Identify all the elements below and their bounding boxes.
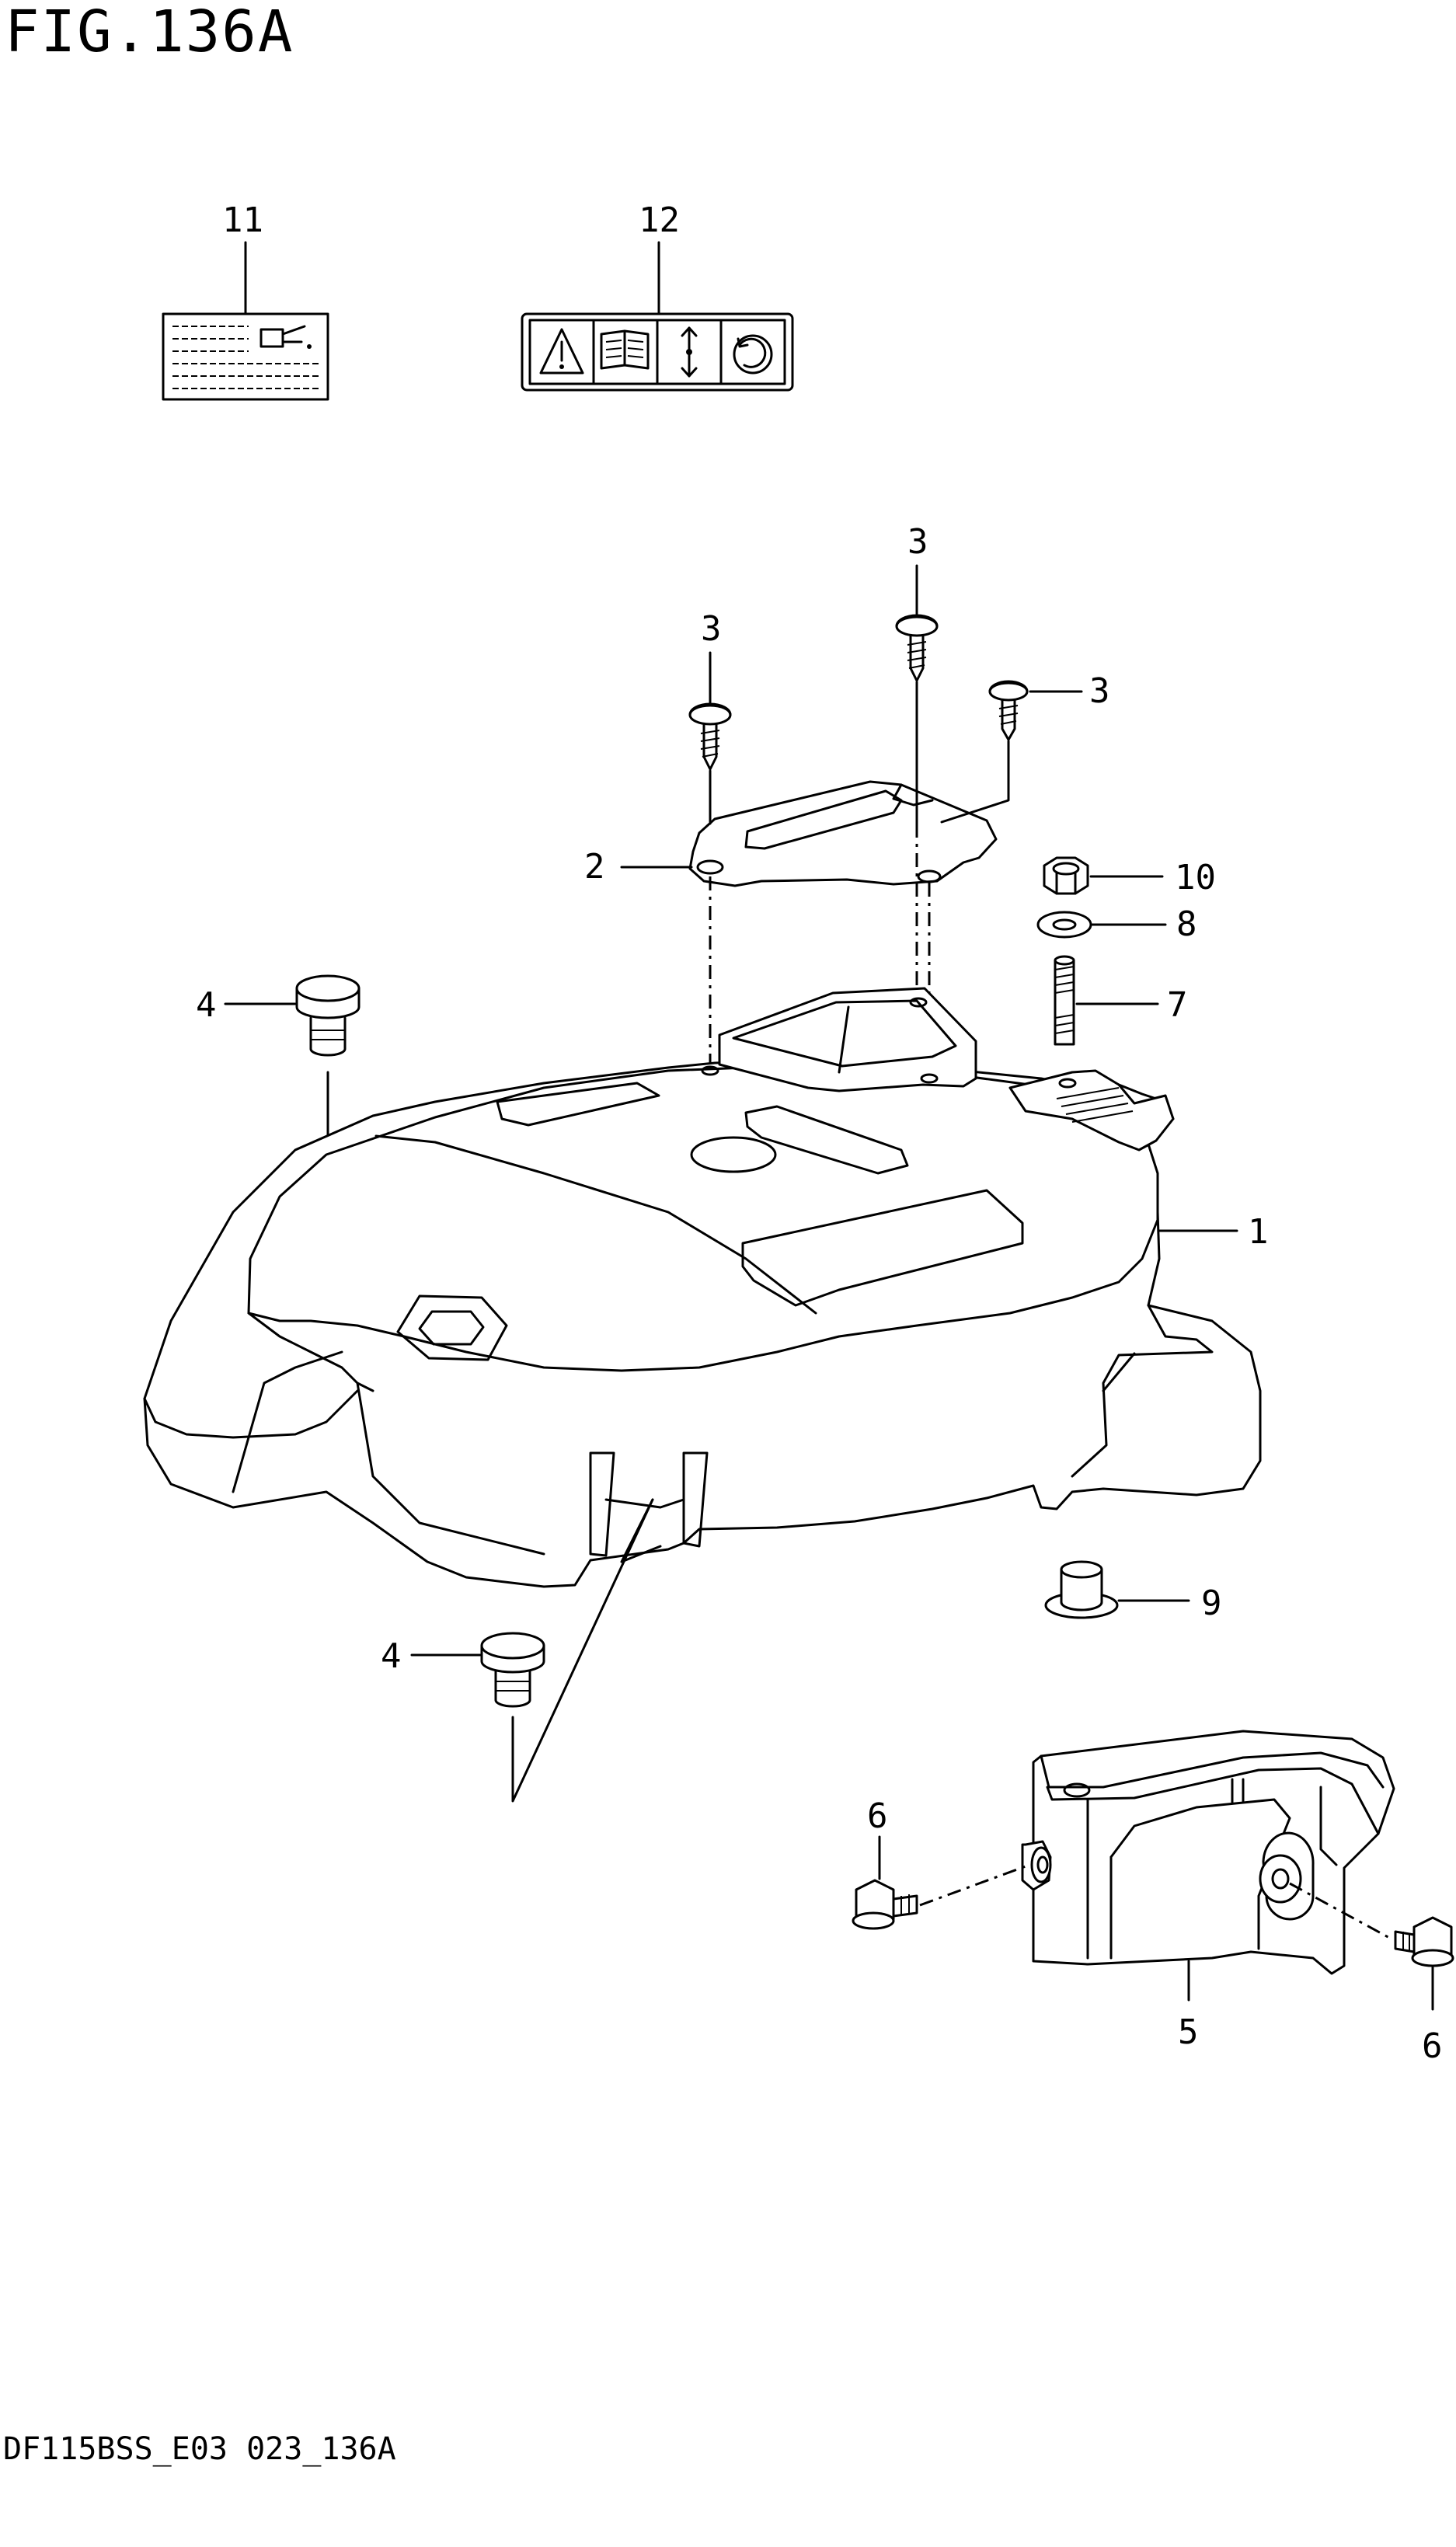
nut-10 — [1043, 856, 1089, 895]
engine-cover-1 — [143, 987, 1262, 1588]
drawing-code: DF115BSS_E03 023_136A — [3, 2431, 396, 2467]
callout-1: 1 — [1248, 1212, 1269, 1252]
callout-8: 8 — [1176, 904, 1197, 944]
callout-3-right: 3 — [1089, 671, 1110, 711]
callout-5: 5 — [1178, 2012, 1199, 2052]
grommet-4-top — [295, 974, 361, 1057]
callout-6-left: 6 — [867, 1796, 888, 1836]
bolt-6-right — [1394, 1916, 1454, 1967]
callout-7: 7 — [1167, 985, 1188, 1025]
callout-4-top: 4 — [196, 985, 217, 1025]
callout-11: 11 — [222, 200, 263, 240]
oil-label-decal — [162, 241, 329, 401]
assembly-line-6-left — [919, 1865, 1026, 1907]
oil-can-icon — [260, 325, 312, 349]
screw-3-middle — [895, 614, 939, 682]
cover-plate-2 — [688, 780, 998, 887]
figure-title: FIG.136A — [5, 0, 294, 65]
warning-label-decal — [521, 241, 794, 392]
callout-10: 10 — [1175, 858, 1216, 897]
callout-4-bottom: 4 — [381, 1636, 402, 1676]
bracket-5 — [1021, 1730, 1395, 1975]
grommet-4-bottom — [480, 1632, 545, 1708]
callout-12: 12 — [639, 200, 680, 240]
callout-6-right: 6 — [1422, 2026, 1443, 2066]
warning-triangle-icon — [539, 328, 584, 375]
callout-3-left: 3 — [701, 609, 722, 649]
leader-4b-to-cover — [511, 1498, 654, 1803]
washer-8 — [1036, 911, 1092, 939]
stud-bolt-7 — [1054, 955, 1075, 1046]
screw-3-left — [688, 702, 732, 771]
assembly-line-6-right — [1289, 1882, 1393, 1941]
callout-2: 2 — [584, 847, 605, 887]
manual-book-icon — [600, 329, 650, 370]
rotation-icon — [733, 334, 773, 375]
bolt-6-left — [852, 1879, 918, 1930]
grommet-9 — [1044, 1560, 1119, 1619]
callout-9: 9 — [1201, 1584, 1222, 1623]
trim-arrows-icon — [681, 326, 698, 378]
screw-3-right — [988, 680, 1029, 741]
callout-3-middle: 3 — [907, 522, 928, 562]
